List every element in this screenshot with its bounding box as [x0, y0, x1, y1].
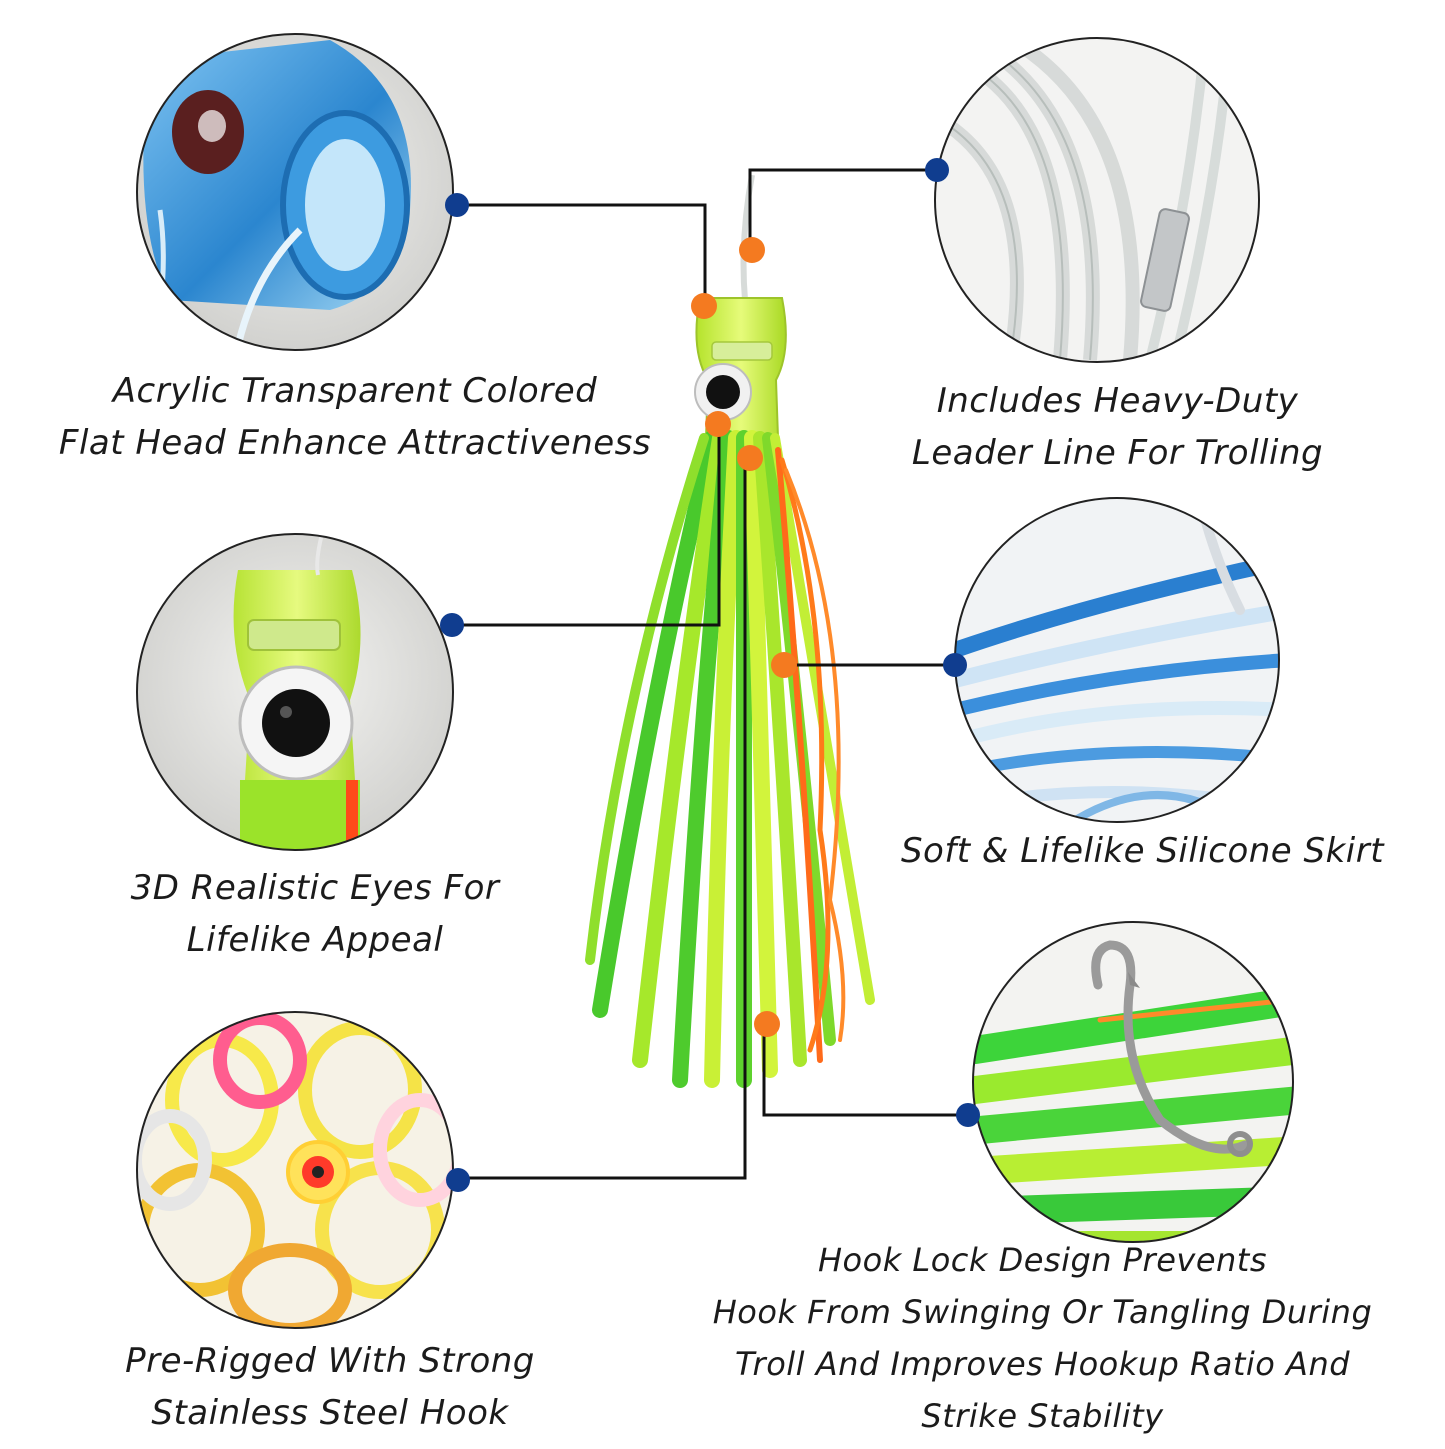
caption-skirt: Soft & Lifelike Silicone Skirt [870, 825, 1415, 877]
lure-markers-orange [691, 237, 797, 1037]
photo-top-view [137, 1012, 453, 1328]
lure-product [585, 174, 875, 1088]
caption-line: Leader Line For Trolling [911, 433, 1324, 473]
marker-dot-icon [754, 1011, 780, 1037]
photo-hook-lock [973, 922, 1293, 1242]
callout-dot-icon [440, 613, 464, 637]
caption-line: 3D Realistic Eyes For [130, 868, 500, 908]
callout-dot-icon [445, 193, 469, 217]
caption-eyes: 3D Realistic Eyes For Lifelike Appeal [80, 862, 550, 966]
caption-line: Soft & Lifelike Silicone Skirt [900, 831, 1385, 871]
lure-skirt [585, 430, 875, 1088]
callout-dot-icon [956, 1103, 980, 1127]
callout-dots-blue [440, 158, 980, 1192]
caption-lock: Hook Lock Design Prevents Hook From Swin… [640, 1234, 1445, 1442]
caption-line: Stainless Steel Hook [151, 1393, 509, 1433]
callout-dot-icon [925, 158, 949, 182]
marker-dot-icon [739, 237, 765, 263]
photo-frame-head [136, 33, 454, 351]
caption-line: Hook From Swinging Or Tangling During [712, 1293, 1373, 1331]
caption-line: Acrylic Transparent Colored [112, 371, 598, 411]
photo-lure-eye [137, 534, 453, 850]
photo-frame-eyes [136, 533, 454, 851]
photo-silicone-skirt [955, 498, 1279, 822]
callout-dot-icon [943, 653, 967, 677]
photo-frame-leader [934, 37, 1260, 363]
caption-line: Pre-Rigged With Strong [125, 1341, 535, 1381]
connector-lines [452, 168, 968, 1180]
caption-line: Flat Head Enhance Attractiveness [58, 423, 652, 463]
callout-dot-icon [446, 1168, 470, 1192]
caption-line: Strike Stability [921, 1397, 1164, 1435]
marker-dot-icon [771, 652, 797, 678]
caption-head: Acrylic Transparent Colored Flat Head En… [30, 365, 680, 469]
caption-hook: Pre-Rigged With Strong Stainless Steel H… [80, 1335, 580, 1439]
photo-leader-line [935, 38, 1259, 362]
photo-blue-acrylic-head [137, 34, 453, 350]
marker-dot-icon [737, 445, 763, 471]
marker-dot-icon [691, 293, 717, 319]
photo-frame-lock [972, 921, 1294, 1243]
marker-dot-icon [705, 411, 731, 437]
caption-line: Includes Heavy-Duty [936, 381, 1299, 421]
caption-line: Hook Lock Design Prevents [817, 1241, 1268, 1279]
caption-leader: Includes Heavy-Duty Leader Line For Trol… [880, 375, 1355, 479]
caption-line: Troll And Improves Hookup Ratio And [734, 1345, 1351, 1383]
caption-line: Lifelike Appeal [186, 920, 444, 960]
